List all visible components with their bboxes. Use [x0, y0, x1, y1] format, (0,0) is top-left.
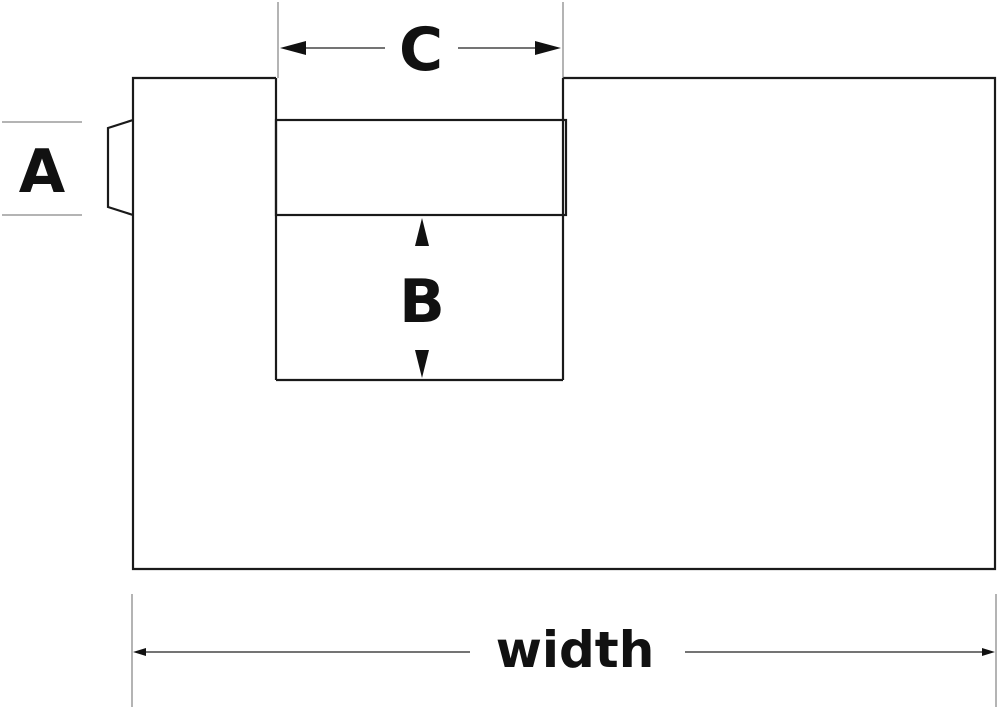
width-arrow-left — [133, 648, 146, 656]
dimension-b-label: B — [399, 267, 445, 337]
dimension-a-label: A — [19, 137, 66, 207]
width-label: width — [496, 621, 655, 679]
dimension-b-arrow-down — [415, 350, 429, 378]
shackle-bar — [274, 118, 568, 217]
padlock-body-outline — [131, 76, 997, 571]
dimension-c-arrow-left — [280, 41, 306, 55]
width-arrow-right — [982, 648, 995, 656]
dimension-b-arrow-up — [415, 218, 429, 246]
key-cylinder — [106, 118, 134, 217]
dimension-c-arrow-right — [535, 41, 561, 55]
dimension-c-label: C — [399, 15, 443, 85]
